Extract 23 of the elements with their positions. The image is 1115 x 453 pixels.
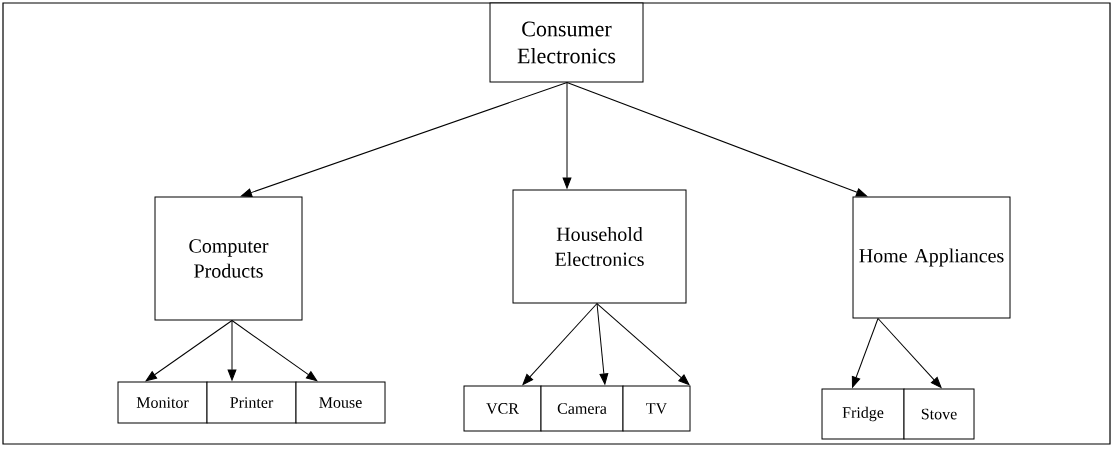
category-box: Household Electronics [512, 189, 687, 304]
arrow [851, 318, 879, 388]
arrow [596, 303, 690, 386]
arrow [522, 303, 598, 385]
arrow [877, 318, 942, 388]
category-box: Computer Products [154, 196, 303, 321]
arrow [596, 303, 609, 385]
arrow [145, 320, 233, 382]
arrow [566, 82, 868, 197]
arrow [231, 320, 318, 382]
category-box: Monitor [117, 381, 208, 424]
category-box: TV [622, 385, 691, 432]
category-box: Consumer Electronics [489, 2, 644, 83]
category-box: Mouse [295, 381, 386, 424]
category-box: Camera [540, 385, 624, 432]
category-box: VCR [463, 385, 542, 432]
arrow [240, 82, 568, 197]
arrow [562, 82, 572, 189]
category-box: Stove [903, 388, 975, 440]
category-box: Home Appliances [852, 196, 1011, 319]
category-box: Fridge [821, 388, 905, 440]
arrow [227, 320, 237, 381]
category-box: Printer [206, 381, 297, 424]
